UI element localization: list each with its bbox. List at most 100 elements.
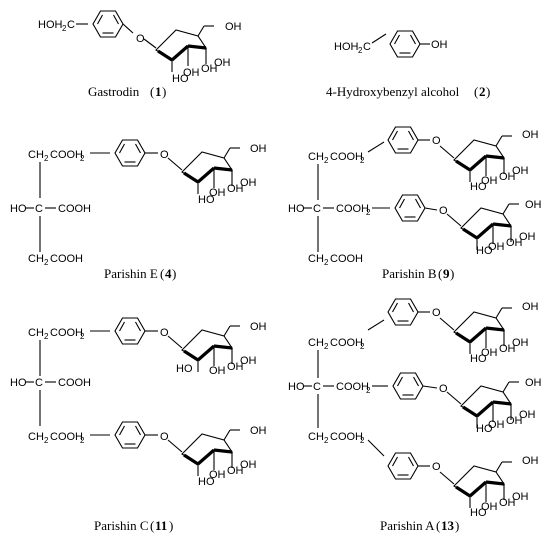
svg-text:OH: OH xyxy=(506,415,523,427)
svg-text:C: C xyxy=(35,203,43,215)
svg-text:OH: OH xyxy=(519,231,536,243)
svg-text:(: ( xyxy=(436,518,440,533)
svg-text:COOH: COOH xyxy=(330,151,363,163)
svg-text:COOH: COOH xyxy=(58,203,91,215)
svg-text:HO: HO xyxy=(476,423,493,435)
svg-text:OH: OH xyxy=(240,459,257,471)
svg-text:HO: HO xyxy=(288,203,305,215)
svg-text:4: 4 xyxy=(165,266,172,281)
svg-text:2: 2 xyxy=(80,436,85,445)
parishin-b-structure: CH 2 COOH 2 O HO OH OH OH OH HO C COOH 2… xyxy=(288,126,542,281)
caption-parishin-c: Parishin C ( 11 ) xyxy=(94,518,173,533)
svg-text:OH: OH xyxy=(499,497,516,509)
svg-text:OH: OH xyxy=(488,419,505,431)
parishin-e-structure: CH 2 COOH 2 O HO OH OH OH OH HO C COOH C… xyxy=(10,139,267,281)
ho-group: HO xyxy=(172,73,189,85)
svg-text:2: 2 xyxy=(366,208,371,217)
svg-text:1: 1 xyxy=(155,84,162,99)
hoh2c-group: HOH xyxy=(334,41,359,53)
svg-text:OH: OH xyxy=(525,377,542,389)
svg-text:COOH: COOH xyxy=(50,327,83,339)
svg-text:4-Hydroxybenzyl alcohol: 4-Hydroxybenzyl alcohol xyxy=(326,84,460,99)
svg-text:COOH: COOH xyxy=(330,253,363,265)
svg-text:OH: OH xyxy=(522,301,539,313)
svg-text:2: 2 xyxy=(360,156,365,165)
hydroxybenzyl-alcohol-structure: HOH 2 C OH 4-Hydroxybenzyl alcohol ( 2 ) xyxy=(326,30,490,99)
svg-text:OH: OH xyxy=(499,343,516,355)
svg-text:2: 2 xyxy=(44,154,49,163)
svg-text:(: ( xyxy=(150,518,154,533)
gastrodin-structure: HOH 2 C O HO OH OH OH OH Gastrodin ( 1 ) xyxy=(38,10,242,99)
svg-text:OH: OH xyxy=(519,409,536,421)
caption-parishin-a: Parishin A ( 13 ) xyxy=(380,518,459,533)
svg-text:O: O xyxy=(160,327,169,339)
svg-text:O: O xyxy=(160,149,169,161)
svg-text:HO: HO xyxy=(470,507,487,519)
svg-text:HO: HO xyxy=(470,181,487,193)
svg-text:2: 2 xyxy=(80,332,85,341)
svg-text:OH: OH xyxy=(522,129,539,141)
svg-text:COOH: COOH xyxy=(58,377,91,389)
svg-text:9: 9 xyxy=(443,266,450,281)
svg-text:OH: OH xyxy=(481,347,498,359)
svg-text:): ) xyxy=(162,84,166,99)
parishin-a-structure: O HO OH OH OH OH CH 2 COOH 2 HO C COOH 2… xyxy=(288,298,542,533)
svg-text:O: O xyxy=(432,461,441,473)
svg-text:(: ( xyxy=(160,266,164,281)
svg-text:OH: OH xyxy=(512,491,529,503)
caption-gastrodin: Gastrodin ( 1 ) xyxy=(88,84,166,99)
svg-text:HO: HO xyxy=(476,245,493,257)
oh-group: OH xyxy=(431,39,448,51)
svg-text:(: ( xyxy=(150,84,154,99)
svg-text:(: ( xyxy=(438,266,442,281)
svg-text:OH: OH xyxy=(499,171,516,183)
svg-text:OH: OH xyxy=(227,183,244,195)
svg-text:O: O xyxy=(439,205,448,217)
svg-text:2: 2 xyxy=(360,342,365,351)
svg-text:OH: OH xyxy=(209,469,226,481)
svg-text:COOH: COOH xyxy=(50,431,83,443)
svg-text:HO: HO xyxy=(198,194,215,206)
oh-group: OH xyxy=(183,67,200,79)
svg-text:HO: HO xyxy=(470,353,487,365)
svg-text:OH: OH xyxy=(488,241,505,253)
svg-text:): ) xyxy=(450,266,454,281)
oh-group: OH xyxy=(201,63,218,75)
svg-text:CH: CH xyxy=(28,327,44,339)
svg-text:Parishin B: Parishin B xyxy=(382,266,437,281)
svg-text:COOH: COOH xyxy=(336,381,369,393)
subscript: 2 xyxy=(62,24,67,33)
caption-parishin-e: Parishin E ( 4 ) xyxy=(104,266,176,281)
svg-text:OH: OH xyxy=(506,237,523,249)
svg-text:CH: CH xyxy=(308,253,324,265)
oh-group: OH xyxy=(214,57,231,69)
svg-text:2: 2 xyxy=(324,258,329,267)
c-atom: C xyxy=(363,41,371,53)
svg-text:OH: OH xyxy=(240,355,257,367)
svg-text:HO: HO xyxy=(288,381,305,393)
svg-text:OH: OH xyxy=(250,425,267,437)
svg-text:OH: OH xyxy=(250,321,267,333)
svg-text:C: C xyxy=(35,377,43,389)
svg-text:C: C xyxy=(313,203,321,215)
ch2cooh2-group: CH xyxy=(28,149,44,161)
svg-text:C: C xyxy=(313,381,321,393)
svg-text:Parishin C: Parishin C xyxy=(94,518,149,533)
svg-text:HO: HO xyxy=(198,476,215,488)
svg-text:OH: OH xyxy=(227,361,244,373)
svg-text:OH: OH xyxy=(227,465,244,477)
svg-text:11: 11 xyxy=(155,518,167,533)
svg-text:COOH: COOH xyxy=(330,431,363,443)
svg-text:OH: OH xyxy=(250,143,267,155)
svg-text:COOH: COOH xyxy=(330,337,363,349)
c-atom: C xyxy=(67,19,75,31)
svg-text:2: 2 xyxy=(80,154,85,163)
svg-text:O: O xyxy=(432,307,441,319)
svg-text:COOH: COOH xyxy=(50,149,83,161)
svg-text:COOH: COOH xyxy=(50,253,83,265)
svg-text:2: 2 xyxy=(44,436,49,445)
svg-text:13: 13 xyxy=(441,518,455,533)
svg-text:Parishin A: Parishin A xyxy=(380,518,435,533)
svg-text:2: 2 xyxy=(324,156,329,165)
svg-text:Gastrodin: Gastrodin xyxy=(88,84,140,99)
